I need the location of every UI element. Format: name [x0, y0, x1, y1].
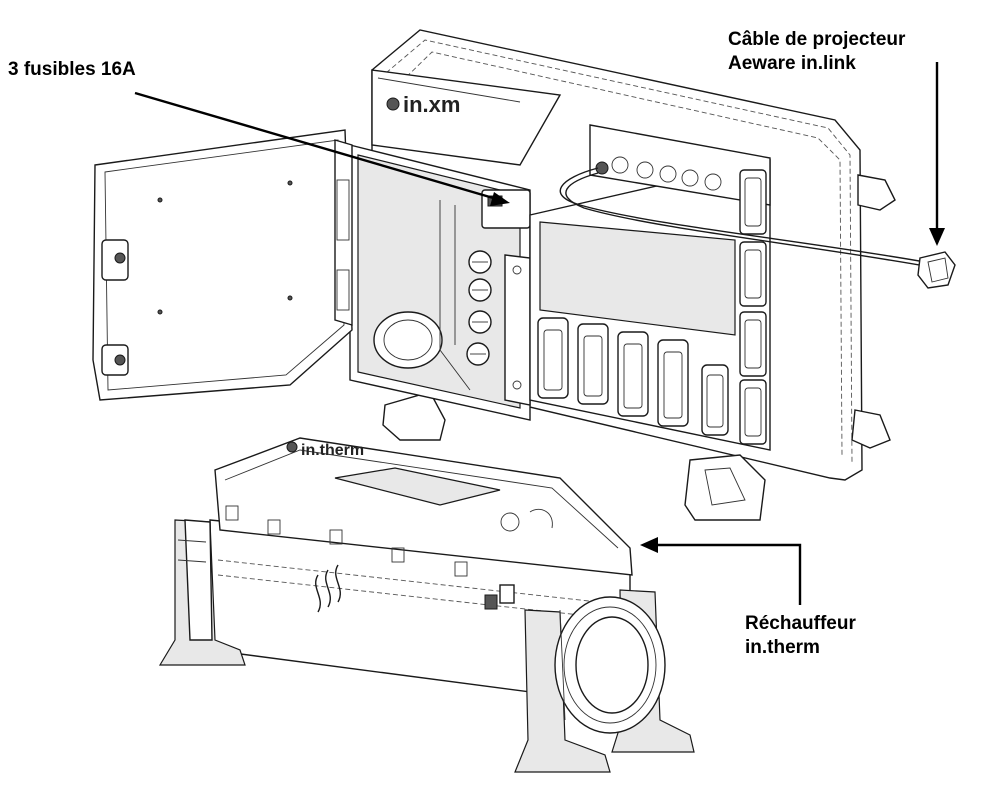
control-box-brand: in.xm	[403, 92, 460, 117]
heater: in.therm	[158, 437, 695, 773]
fuse-knobs	[466, 250, 492, 366]
projector-cable-label: Câble de projecteur Aeware in.link	[728, 28, 905, 76]
heater-brand: in.therm	[301, 442, 364, 459]
housing-clips	[225, 505, 515, 610]
bottom-plugs	[537, 317, 729, 436]
projector-cable-label-line1: Câble de projecteur	[728, 29, 906, 50]
upper-jacks	[595, 156, 722, 191]
heater-label: Réchauffeur in.therm	[745, 612, 856, 660]
control-box-door	[92, 129, 353, 401]
fuses-label: 3 fusibles 16A	[8, 59, 136, 80]
right-plugs	[739, 169, 767, 445]
fuses-arrow-icon	[134, 91, 510, 206]
cable-arrow-icon	[929, 62, 945, 246]
heater-label-line1: Réchauffeur	[745, 613, 856, 634]
heater-label-line2: in.therm	[745, 637, 820, 658]
control-box: in.xm	[349, 29, 956, 521]
heater-arrow-icon	[640, 537, 802, 605]
projector-cable-label-line2: Aeware in.link	[728, 53, 856, 74]
